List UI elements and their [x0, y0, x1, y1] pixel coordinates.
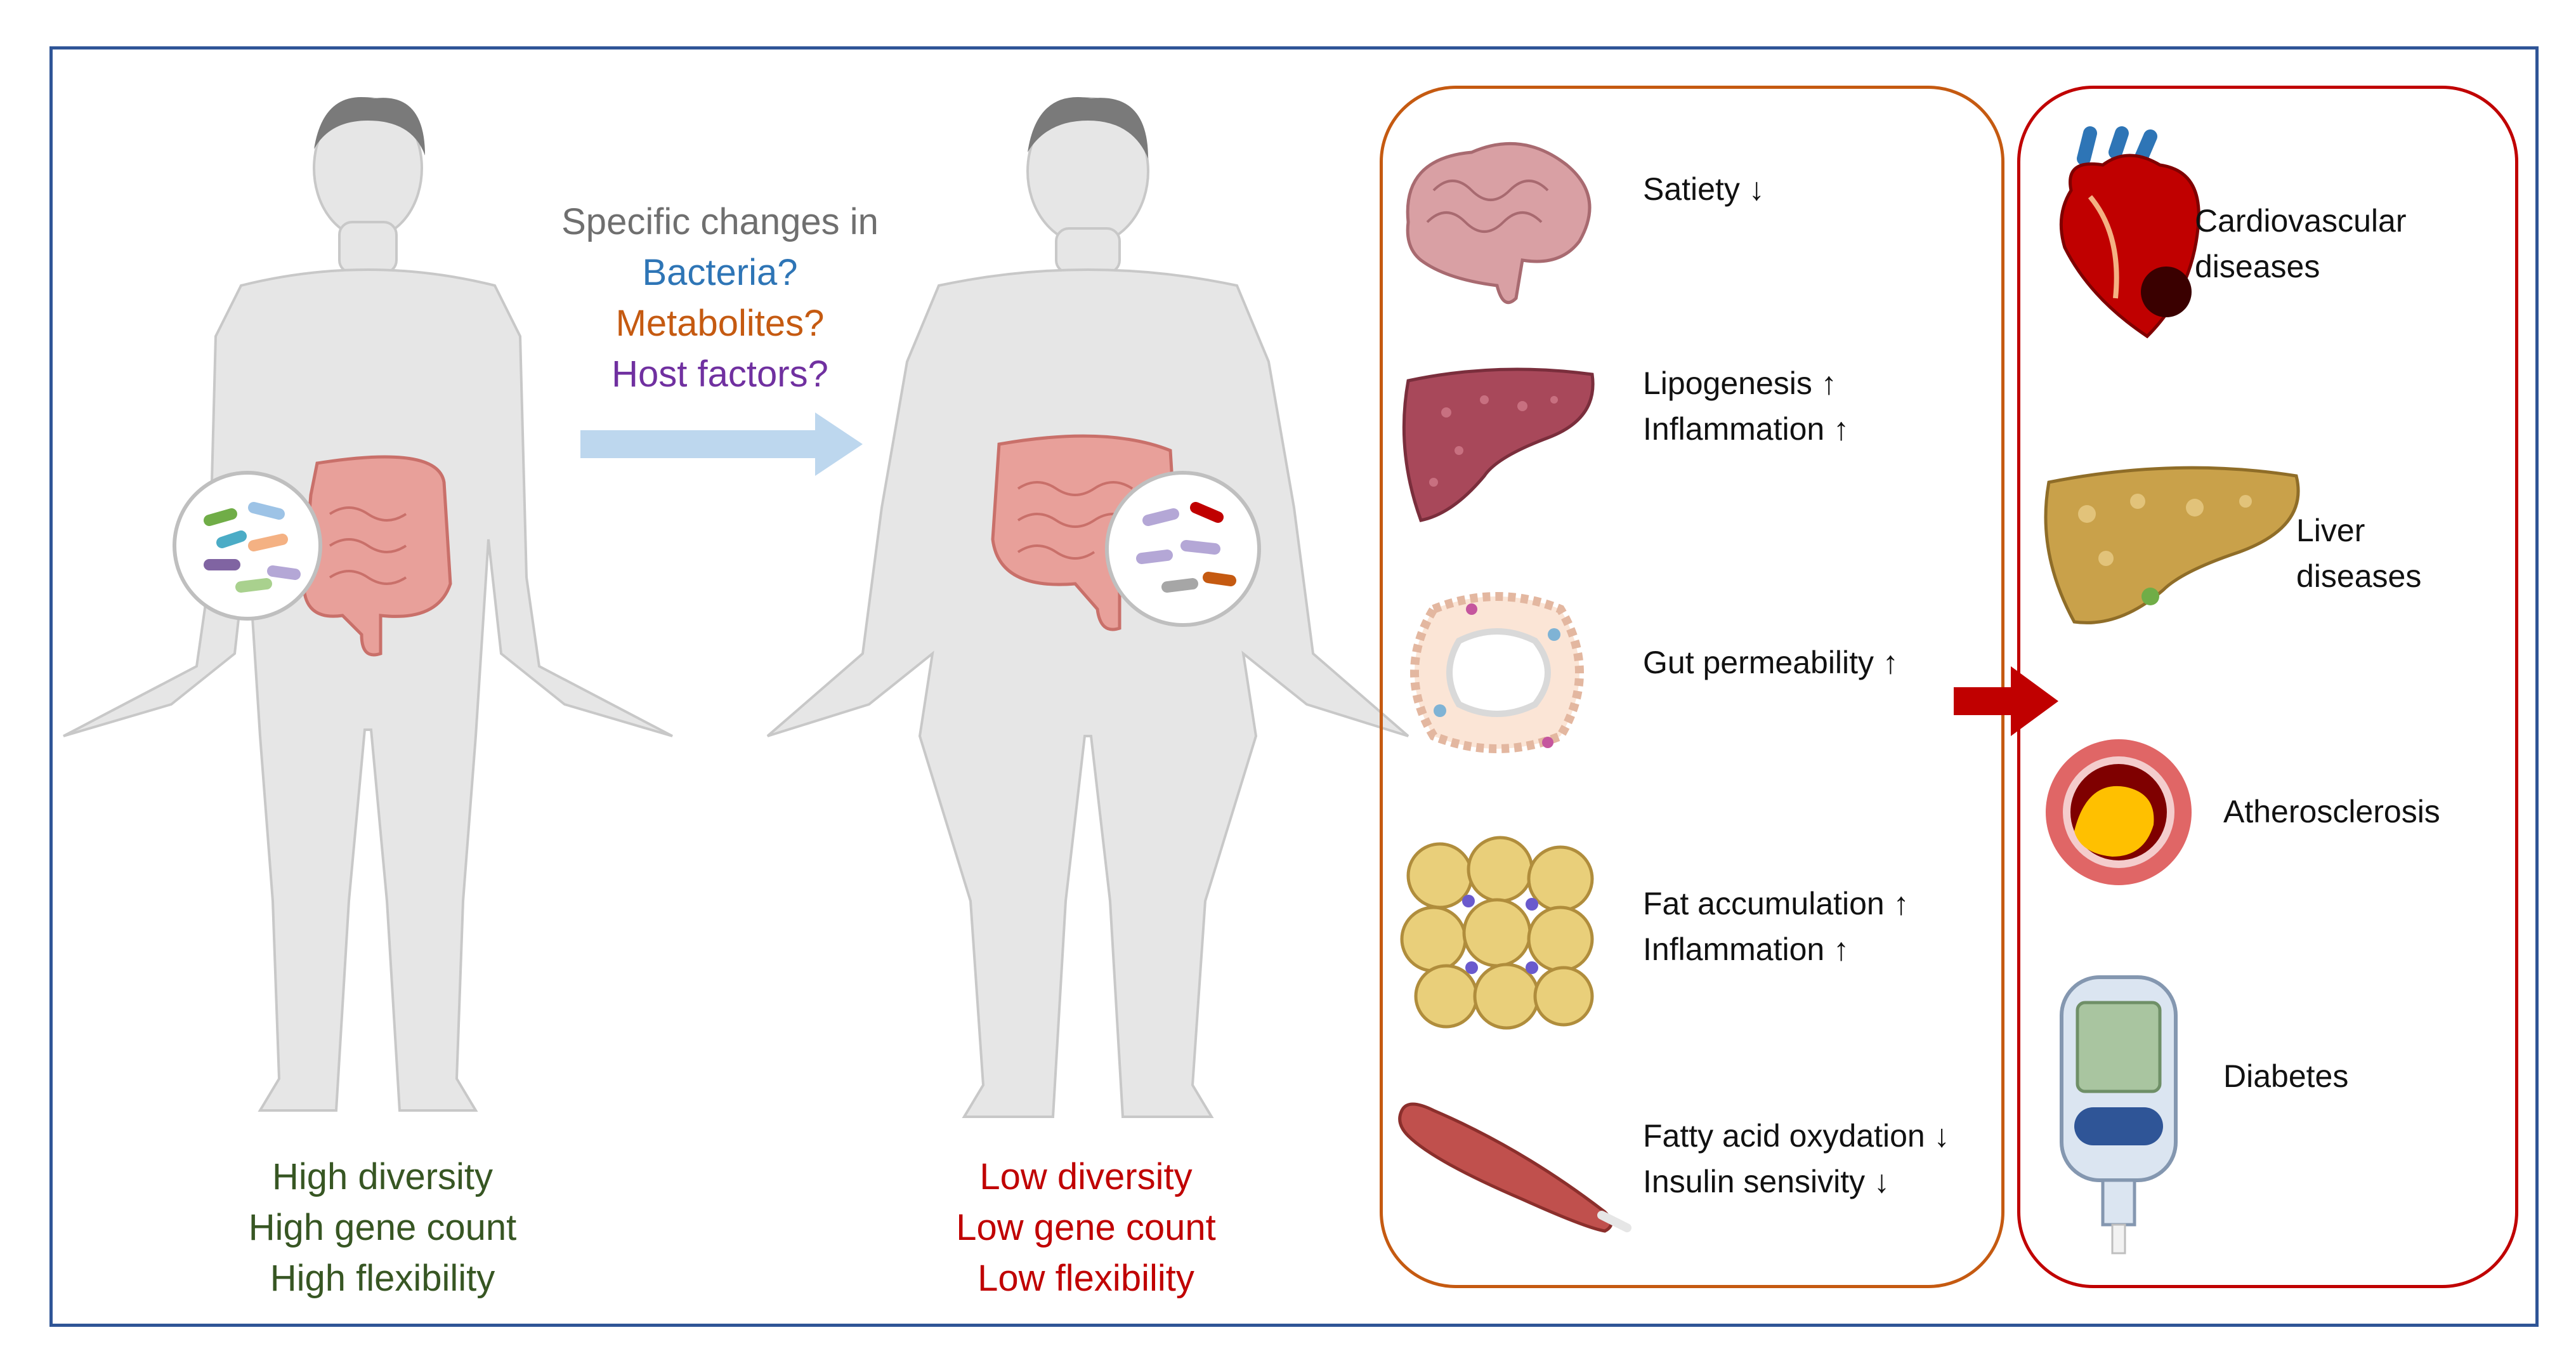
effect-fatty-acid-oxidation: Fatty acid oxydation ↓ [1643, 1118, 1950, 1154]
disease-liver-line1: Liver [2296, 513, 2365, 548]
effect-insulin-sensitivity: Insulin sensivity ↓ [1643, 1164, 1890, 1199]
effect-fat-accumulation: Fat accumulation ↑ [1643, 886, 1909, 921]
disease-atherosclerosis: Atherosclerosis [2223, 794, 2440, 829]
healthy-gut-illustration [302, 455, 452, 657]
effect-satiety: Satiety ↓ [1643, 171, 1765, 207]
healthy-diversity: High diversity [271, 1156, 494, 1197]
question-bacteria: Bacteria? [642, 252, 798, 293]
question-intro: Specific changes in [561, 201, 879, 242]
heart-icon [2059, 126, 2200, 339]
obese-gene-count: Low gene count [956, 1207, 1216, 1248]
artery-plaque-icon [2046, 739, 2192, 885]
effect-lipogenesis: Lipogenesis ↑ [1643, 365, 1837, 401]
fatty-liver-icon [2044, 466, 2300, 624]
question-metabolites: Metabolites? [615, 303, 825, 344]
obese-microbiome-lens [1105, 471, 1261, 627]
organ-effects-panel [1380, 86, 2004, 1288]
disease-diabetes: Diabetes [2223, 1058, 2349, 1094]
muscle-icon [1398, 1102, 1631, 1233]
transition-arrow [580, 412, 863, 476]
disease-cardiovascular-line2: diseases [2195, 249, 2320, 284]
gut-barrier-icon [1410, 592, 1584, 753]
effect-adipose-inflammation: Inflammation ↑ [1643, 932, 1850, 967]
brain-icon [1406, 142, 1592, 305]
disease-cardiovascular-line1: Cardiovascular [2195, 203, 2407, 239]
disease-outcomes-panel [2017, 86, 2518, 1288]
healthy-gene-count: High gene count [248, 1207, 517, 1248]
healthy-microbiome-lens [173, 471, 322, 621]
effect-liver-inflammation: Inflammation ↑ [1643, 411, 1850, 447]
disease-liver-line2: diseases [2296, 558, 2422, 594]
glucometer-icon [2060, 975, 2178, 1254]
obese-flexibility: Low flexibility [977, 1258, 1194, 1299]
obese-diversity: Low diversity [979, 1156, 1193, 1197]
liver-icon [1402, 367, 1595, 522]
effect-gut-permeability: Gut permeability ↑ [1643, 645, 1899, 680]
obese-body-illustration [766, 97, 1409, 1118]
adipose-tissue-icon [1400, 836, 1594, 1030]
figure-frame [49, 46, 2539, 1327]
healthy-flexibility: High flexibility [270, 1258, 495, 1299]
outcome-arrow [1954, 666, 2058, 736]
question-host-factors: Host factors? [611, 353, 828, 395]
